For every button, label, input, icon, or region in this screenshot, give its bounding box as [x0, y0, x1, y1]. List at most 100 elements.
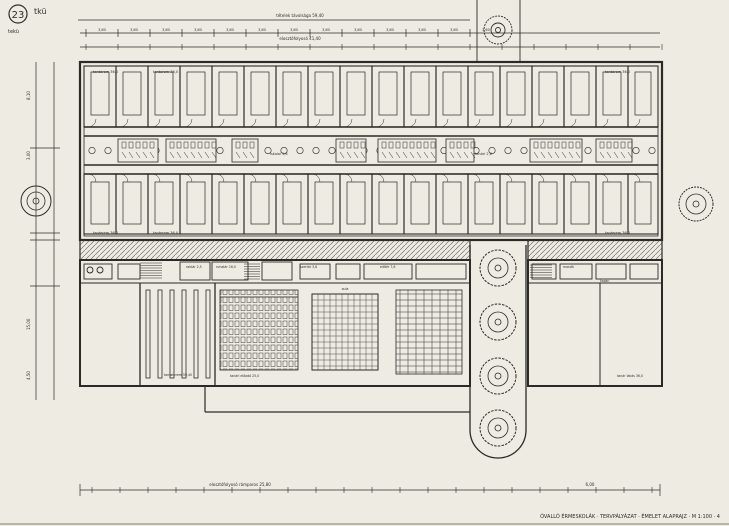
dim-value: 3,60: [322, 28, 330, 32]
corridor-column: [312, 147, 320, 155]
wc-cubicle: [606, 141, 612, 149]
classroom-furniture: [314, 181, 334, 225]
dim-value: 3,60: [194, 28, 202, 32]
sanitary-fixture: [409, 151, 415, 159]
classroom-furniture: [378, 181, 398, 225]
dim-value: 3,60: [226, 28, 234, 32]
sanitary-fixture: [540, 151, 546, 159]
dim-value: 3,60: [386, 28, 394, 32]
classroom-furniture: [250, 71, 270, 116]
classroom-furniture: [442, 181, 462, 225]
door-swing: [119, 173, 129, 183]
wc-cubicle: [613, 141, 619, 149]
dim-value: 3,60: [162, 28, 170, 32]
wc-cubicle: [409, 141, 415, 149]
sanitary-fixture: [575, 151, 581, 159]
wc-cubicle: [395, 141, 401, 149]
sanitary-fixture: [568, 151, 574, 159]
dim-value: 3,60: [290, 28, 298, 32]
svg-text:3,00: 3,00: [26, 151, 31, 160]
corridor-column: [280, 147, 288, 155]
wc-cubicle: [381, 141, 387, 149]
classroom-furniture: [186, 71, 206, 116]
classroom-furniture: [122, 181, 142, 225]
door-swing: [375, 173, 385, 183]
bottom-dim-label: elosztófolyosó rámparos 25,80: [209, 482, 271, 487]
assembly-grid-floor: [311, 293, 379, 371]
classroom-furniture: [282, 71, 302, 116]
sanitary-fixture: [360, 151, 366, 159]
tree-left: [20, 185, 52, 217]
wc-cubicle: [575, 141, 581, 149]
wc-cubicle: [360, 141, 366, 149]
sanitary-fixture: [381, 151, 387, 159]
top-dimension-lines: [78, 19, 660, 48]
sanitary-block: [335, 138, 367, 163]
door-swing: [343, 173, 353, 183]
wc-cubicle: [128, 141, 134, 149]
room-label-1: tanterem 36,0: [93, 70, 118, 74]
corridor-column: [216, 147, 224, 155]
room-label-6: tanterem 36,0: [605, 231, 630, 235]
wc-cubicle: [547, 141, 553, 149]
door-swing: [279, 173, 289, 183]
sanitary-fixture: [561, 151, 567, 159]
classroom-furniture: [570, 181, 590, 225]
sanitary-fixture: [149, 151, 155, 159]
dim-value: 3,60: [354, 28, 362, 32]
gym-label: tornaterem 59,40: [164, 373, 192, 377]
service-label-3: szertár 3,6: [300, 265, 317, 269]
classroom-module: [627, 173, 659, 235]
classroom-furniture: [218, 181, 238, 225]
sanitary-fixture: [353, 151, 359, 159]
wc-cubicle: [204, 141, 210, 149]
classroom-furniture: [410, 71, 430, 116]
sanitary-fixture: [533, 151, 539, 159]
right-room-label: tanár lakás 36,0: [617, 374, 643, 378]
wc-cubicle: [197, 141, 203, 149]
classroom-furniture: [474, 181, 494, 225]
corridor-column: [520, 147, 528, 155]
classroom-furniture: [282, 181, 302, 225]
classroom-furniture: [474, 71, 494, 116]
left-dimension-text: 8,10 3,00 15,00 4,50: [26, 91, 31, 380]
classroom-furniture: [410, 181, 430, 225]
sanitary-block: [165, 138, 217, 163]
service-rooms: [80, 261, 662, 284]
wc-cubicle: [353, 141, 359, 149]
sanitary-fixture: [235, 151, 241, 159]
tree-trunk: [494, 264, 502, 272]
door-swing: [183, 173, 193, 183]
door-swing: [247, 173, 257, 183]
service-label-6: kazán: [600, 279, 609, 283]
classroom-furniture: [538, 71, 558, 116]
corridor-column: [504, 147, 512, 155]
sanitary-fixture: [204, 151, 210, 159]
service-label-4: előtér 7,6: [380, 265, 395, 269]
classroom-furniture: [570, 71, 590, 116]
sanitary-fixture: [402, 151, 408, 159]
dim-overall-label: tételek távolsága 59,40: [276, 13, 324, 18]
wc-cubicle: [235, 141, 241, 149]
bottom-dim-right: 6,00: [586, 482, 595, 487]
door-swing: [567, 173, 577, 183]
wc-cubicle: [449, 141, 455, 149]
wc-cubicle: [540, 141, 546, 149]
door-swing: [151, 173, 161, 183]
classroom-furniture: [538, 181, 558, 225]
sanitary-fixture: [339, 151, 345, 159]
room-label-5: tanterem 36,0: [153, 231, 178, 235]
hatched-strip-left: [79, 239, 471, 261]
door-swing: [311, 173, 321, 183]
tree-trunk: [494, 318, 502, 326]
dim-value: 3,60: [450, 28, 458, 32]
sanitary-fixture: [249, 151, 255, 159]
sanitary-fixture: [346, 151, 352, 159]
service-label-5: mosdó: [563, 265, 574, 269]
sanitary-fixture: [169, 151, 175, 159]
wc-cubicle: [627, 141, 633, 149]
dim-value: 3,60: [98, 28, 106, 32]
wc-cubicle: [142, 141, 148, 149]
